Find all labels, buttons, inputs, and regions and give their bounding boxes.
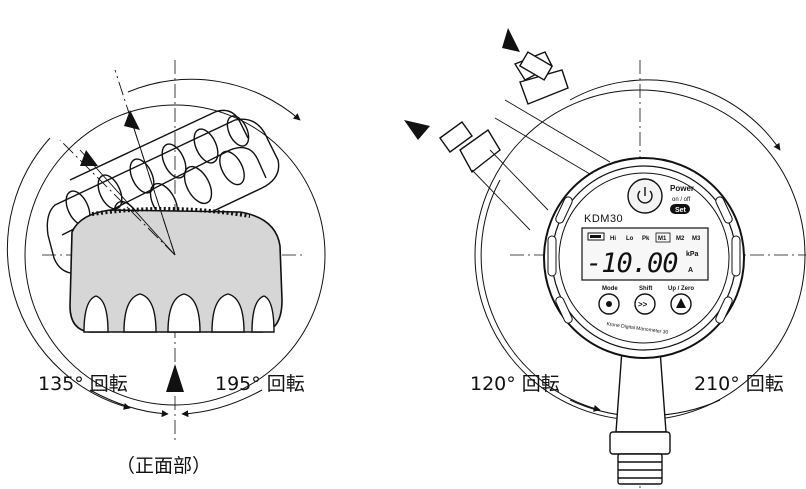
front-caption: （正面部） — [116, 455, 211, 477]
indicator-m2: M2 — [676, 236, 685, 242]
brand-logo: KDM30 — [584, 213, 623, 225]
shift-button[interactable] — [634, 293, 656, 315]
power-icon — [637, 190, 653, 204]
mode-dot-icon — [606, 301, 612, 307]
lcd-sub-unit: A — [688, 267, 693, 274]
arc-135 — [127, 78, 301, 121]
arrow-pointer — [124, 110, 140, 130]
indicator-m1: M1 — [658, 236, 667, 242]
set-badge — [670, 204, 690, 214]
arrow-pointer — [166, 364, 184, 392]
fitting-rotated-120 — [494, 51, 611, 181]
lcd-reading: -10.00 — [586, 248, 678, 279]
left-side-view: 135° 回転 195° 回転 （正面部） — [7, 60, 326, 477]
arrow-pointer — [502, 28, 520, 52]
indicator-hi: Hi — [610, 236, 616, 242]
shift-label: Shift — [639, 286, 652, 292]
arrow-pointer — [80, 150, 98, 166]
arc-120 — [569, 79, 781, 151]
indicator-pk: Pk — [642, 236, 650, 242]
label-195-rotation: 195° 回転 — [215, 373, 305, 395]
svg-text:Set: Set — [675, 207, 687, 214]
front-body — [69, 206, 283, 333]
label-135-rotation: 135° 回転 — [38, 373, 128, 395]
arc-210 — [480, 179, 601, 412]
right-gauge-view: Power on / off Set KDM30 Hi Lo Pk M1 M2 … — [404, 28, 806, 489]
arrow-pointer — [404, 120, 430, 140]
shift-icon: >> — [638, 300, 648, 309]
indicator-lo: Lo — [626, 236, 634, 242]
label-120-rotation: 120° 回転 — [470, 373, 560, 395]
arc-195 — [7, 137, 131, 410]
upzero-label: Up / Zero — [668, 286, 694, 292]
up-triangle-icon — [676, 298, 686, 308]
indicator-m3: M3 — [692, 236, 701, 242]
on-off-label: on / off — [672, 197, 691, 203]
gauge-stem — [609, 349, 671, 485]
rotated-body-outline — [46, 109, 280, 275]
power-label: Power — [670, 184, 694, 193]
lcd-unit: kPa — [686, 251, 699, 258]
fitting-rotated-210 — [439, 121, 549, 231]
label-210-rotation: 210° 回転 — [694, 373, 784, 395]
mode-label: Mode — [602, 286, 618, 292]
